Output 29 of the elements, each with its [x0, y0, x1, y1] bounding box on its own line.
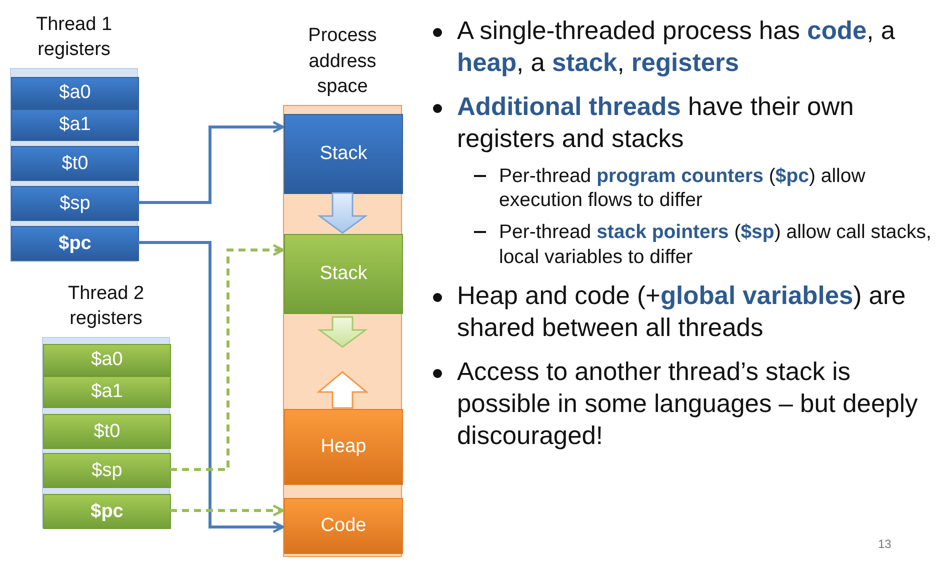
register-cell: $t0 — [43, 414, 171, 449]
arrow — [170, 244, 284, 471]
bullet-text: A single-threaded process has code, a heap, a stack, registers — [457, 17, 896, 77]
register-cell: $pc — [43, 494, 171, 529]
arrow — [138, 121, 284, 204]
page-number: 13 — [878, 537, 892, 551]
register-cell: $a0 — [11, 77, 139, 109]
group-heading: Thread 1 registers — [34, 12, 114, 62]
register-cell: $sp — [43, 453, 171, 488]
group-heading: Process address space — [307, 24, 378, 100]
register-cell: $a1 — [43, 376, 171, 408]
arrow — [138, 241, 284, 533]
bullet-text: Access to another thread’s stack is possible in some languages – but deeply discouraged! — [457, 358, 918, 450]
memory-segment: Stack — [284, 234, 403, 314]
arrow — [170, 504, 284, 516]
bullet-text: Additional threads have their own registers and stacks — [457, 92, 854, 153]
register-cell: $sp — [11, 186, 139, 221]
group-heading: Thread 2 registers — [66, 282, 146, 332]
bullet-text: Heap and code (+global variables) are shared between all threads — [457, 282, 906, 342]
block-arrow — [317, 192, 368, 234]
register-cell: $a0 — [43, 344, 171, 376]
register-cell: $pc — [11, 226, 139, 261]
bullet-text: Per-thread stack pointers ($sp) allow call stacks, local variables to differ — [499, 221, 932, 268]
bullet-text: Per-thread program counters ($pc) allow execution flows to differ — [499, 164, 866, 211]
memory-segment: Code — [284, 498, 403, 554]
memory-segment: Stack — [284, 114, 403, 194]
register-cell: $t0 — [11, 146, 139, 181]
register-cell: $a1 — [11, 109, 139, 141]
memory-segment: Heap — [284, 409, 403, 485]
